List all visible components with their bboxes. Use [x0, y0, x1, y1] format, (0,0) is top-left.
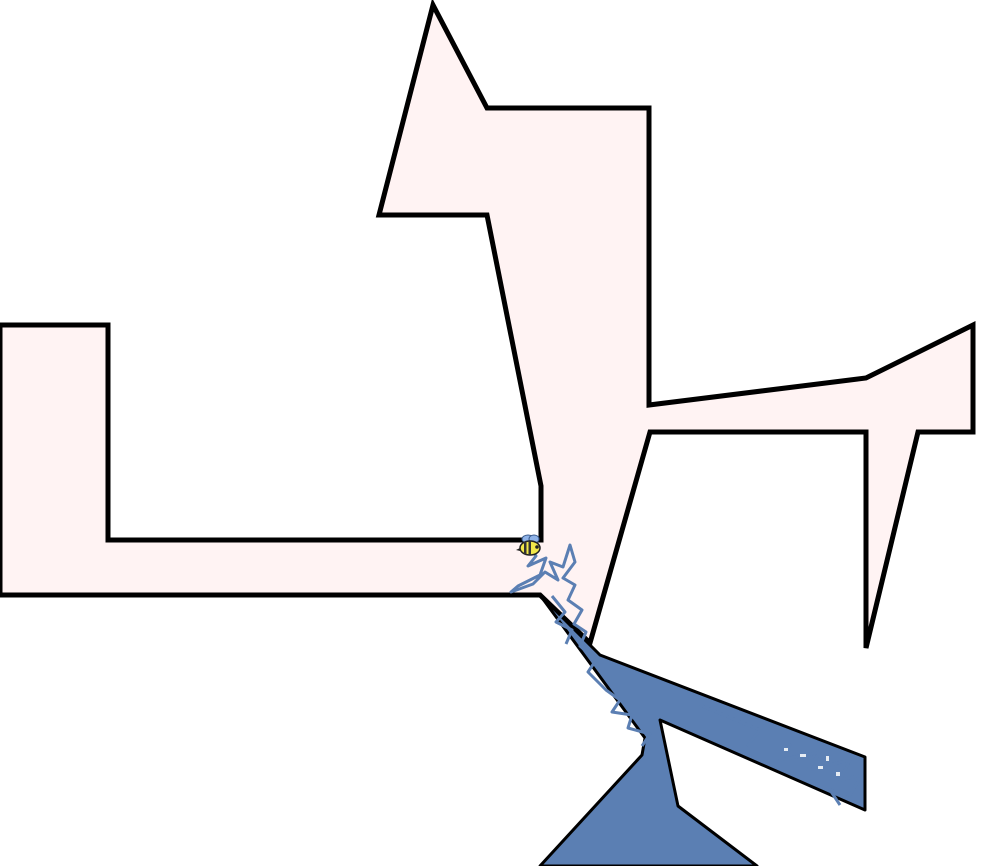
maze-corridor: [0, 0, 976, 649]
trail-scribble-right: [699, 703, 864, 806]
trail-specks: [784, 748, 840, 776]
explored-area: [538, 593, 867, 866]
explored-trail: [509, 539, 867, 866]
trail-scribble: [509, 539, 652, 747]
bee-icon: [516, 534, 541, 556]
